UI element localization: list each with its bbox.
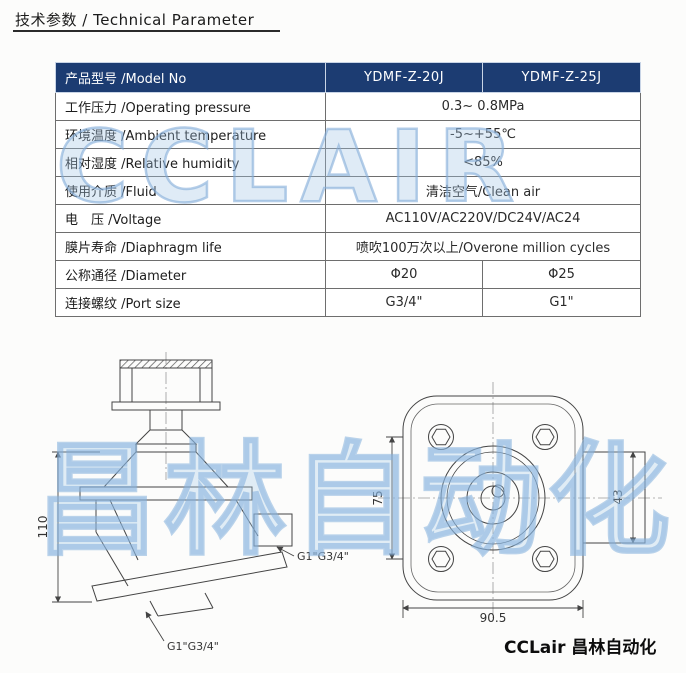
row-label: 电 压 /Voltage <box>55 204 326 233</box>
table-row-voltage: 电 压 /Voltage AC110V/AC220V/DC24V/AC24 <box>55 204 641 233</box>
table-row-fluid: 使用介质 /Fluid 清洁空气/Clean air <box>55 176 641 205</box>
row-label: 相对湿度 /Relative humidity <box>55 148 326 177</box>
table-row-relative-humidity: 相对湿度 /Relative humidity <85% <box>55 148 641 177</box>
row-value-20j: G3/4" <box>325 288 483 317</box>
row-value: <85% <box>325 148 641 177</box>
header-model-label: 产品型号 /Model No <box>55 62 326 93</box>
row-value: 喷吹100万次以上/Overone million cycles <box>325 232 641 261</box>
page-title: 技术参数 / Technical Parameter <box>15 11 255 29</box>
top-view-drawing <box>378 382 662 618</box>
side-port-label: G1"G3/4" <box>297 550 349 563</box>
technical-parameter-table: 产品型号 /Model No YDMF-Z-20J YDMF-Z-25J 工作压… <box>55 62 641 317</box>
table-row-diameter: 公称通径 /Diameter Φ20 Φ25 <box>55 260 641 289</box>
brand-footer: CCLair 昌林自动化 <box>504 638 657 658</box>
dim-75: 75 <box>371 490 385 505</box>
dim-110: 110 <box>36 516 50 539</box>
header-model-ydmf-z-25j: YDMF-Z-25J <box>482 62 641 93</box>
dim-43: 43 <box>611 489 625 504</box>
dim-90-5: 90.5 <box>480 611 507 625</box>
row-value-25j: G1" <box>482 288 641 317</box>
row-value: -5~+55℃ <box>325 120 641 149</box>
header-model-ydmf-z-20j: YDMF-Z-20J <box>325 62 483 93</box>
table-header-row: 产品型号 /Model No YDMF-Z-20J YDMF-Z-25J <box>55 62 641 93</box>
row-label: 使用介质 /Fluid <box>55 176 326 205</box>
row-label: 工作压力 /Operating pressure <box>55 92 326 121</box>
side-view-dimensions <box>52 451 295 642</box>
side-view-drawing <box>79 352 293 617</box>
row-value: 清洁空气/Clean air <box>325 176 641 205</box>
top-view-dimensions <box>386 436 637 618</box>
table-row-diaphragm-life: 膜片寿命 /Diaphragm life 喷吹100万次以上/Overone m… <box>55 232 641 261</box>
row-label: 公称通径 /Diameter <box>55 260 326 289</box>
bottom-port-label: G1"G3/4" <box>167 640 219 653</box>
row-value-25j: Φ25 <box>482 260 641 289</box>
row-value: AC110V/AC220V/DC24V/AC24 <box>325 204 641 233</box>
row-label: 连接螺纹 /Port size <box>55 288 326 317</box>
table-row-port-size: 连接螺纹 /Port size G3/4" G1" <box>55 288 641 317</box>
row-label: 膜片寿命 /Diaphragm life <box>55 232 326 261</box>
title-underline <box>13 30 280 32</box>
